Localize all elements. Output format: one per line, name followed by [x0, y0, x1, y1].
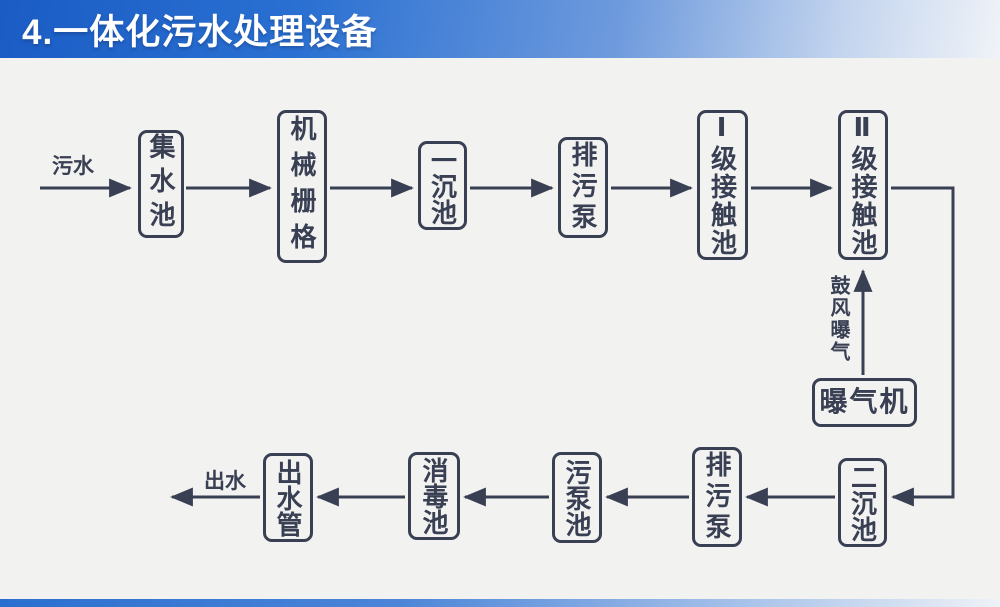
- node-sludge-pump-tank: 污泵池: [552, 452, 602, 543]
- slide-header: 4.一体化污水处理设备: [0, 0, 1000, 58]
- node-outlet-pipe: 出水管: [263, 453, 313, 542]
- node-primary-sedimentation-tank: 一沉池: [418, 141, 467, 230]
- node-sewage-pump-top: 排污泵: [558, 137, 608, 238]
- page-title: 4.一体化污水处理设备: [22, 12, 378, 52]
- label-outflow: 出水: [204, 470, 246, 493]
- node-aerator: 曝气机: [812, 378, 917, 427]
- label-blast-aeration: 鼓风曝气: [827, 275, 849, 363]
- node-level-1-contact-tank: Ⅰ级接触池: [697, 110, 748, 260]
- node-disinfection-tank: 消毒池: [408, 452, 460, 540]
- footer-accent-bar: [0, 599, 1000, 607]
- node-sewage-pump-bottom: 排污泵: [692, 447, 742, 547]
- node-secondary-sedimentation-tank: 二沉池: [838, 458, 887, 547]
- node-level-2-contact-tank: Ⅱ级接触池: [838, 110, 888, 260]
- node-mechanical-grid: 机械栅格: [277, 110, 327, 263]
- arrow-level2-to-secondary: [891, 186, 955, 507]
- node-collection-tank: 集水池: [138, 130, 184, 238]
- label-inflow: 污水: [52, 155, 94, 178]
